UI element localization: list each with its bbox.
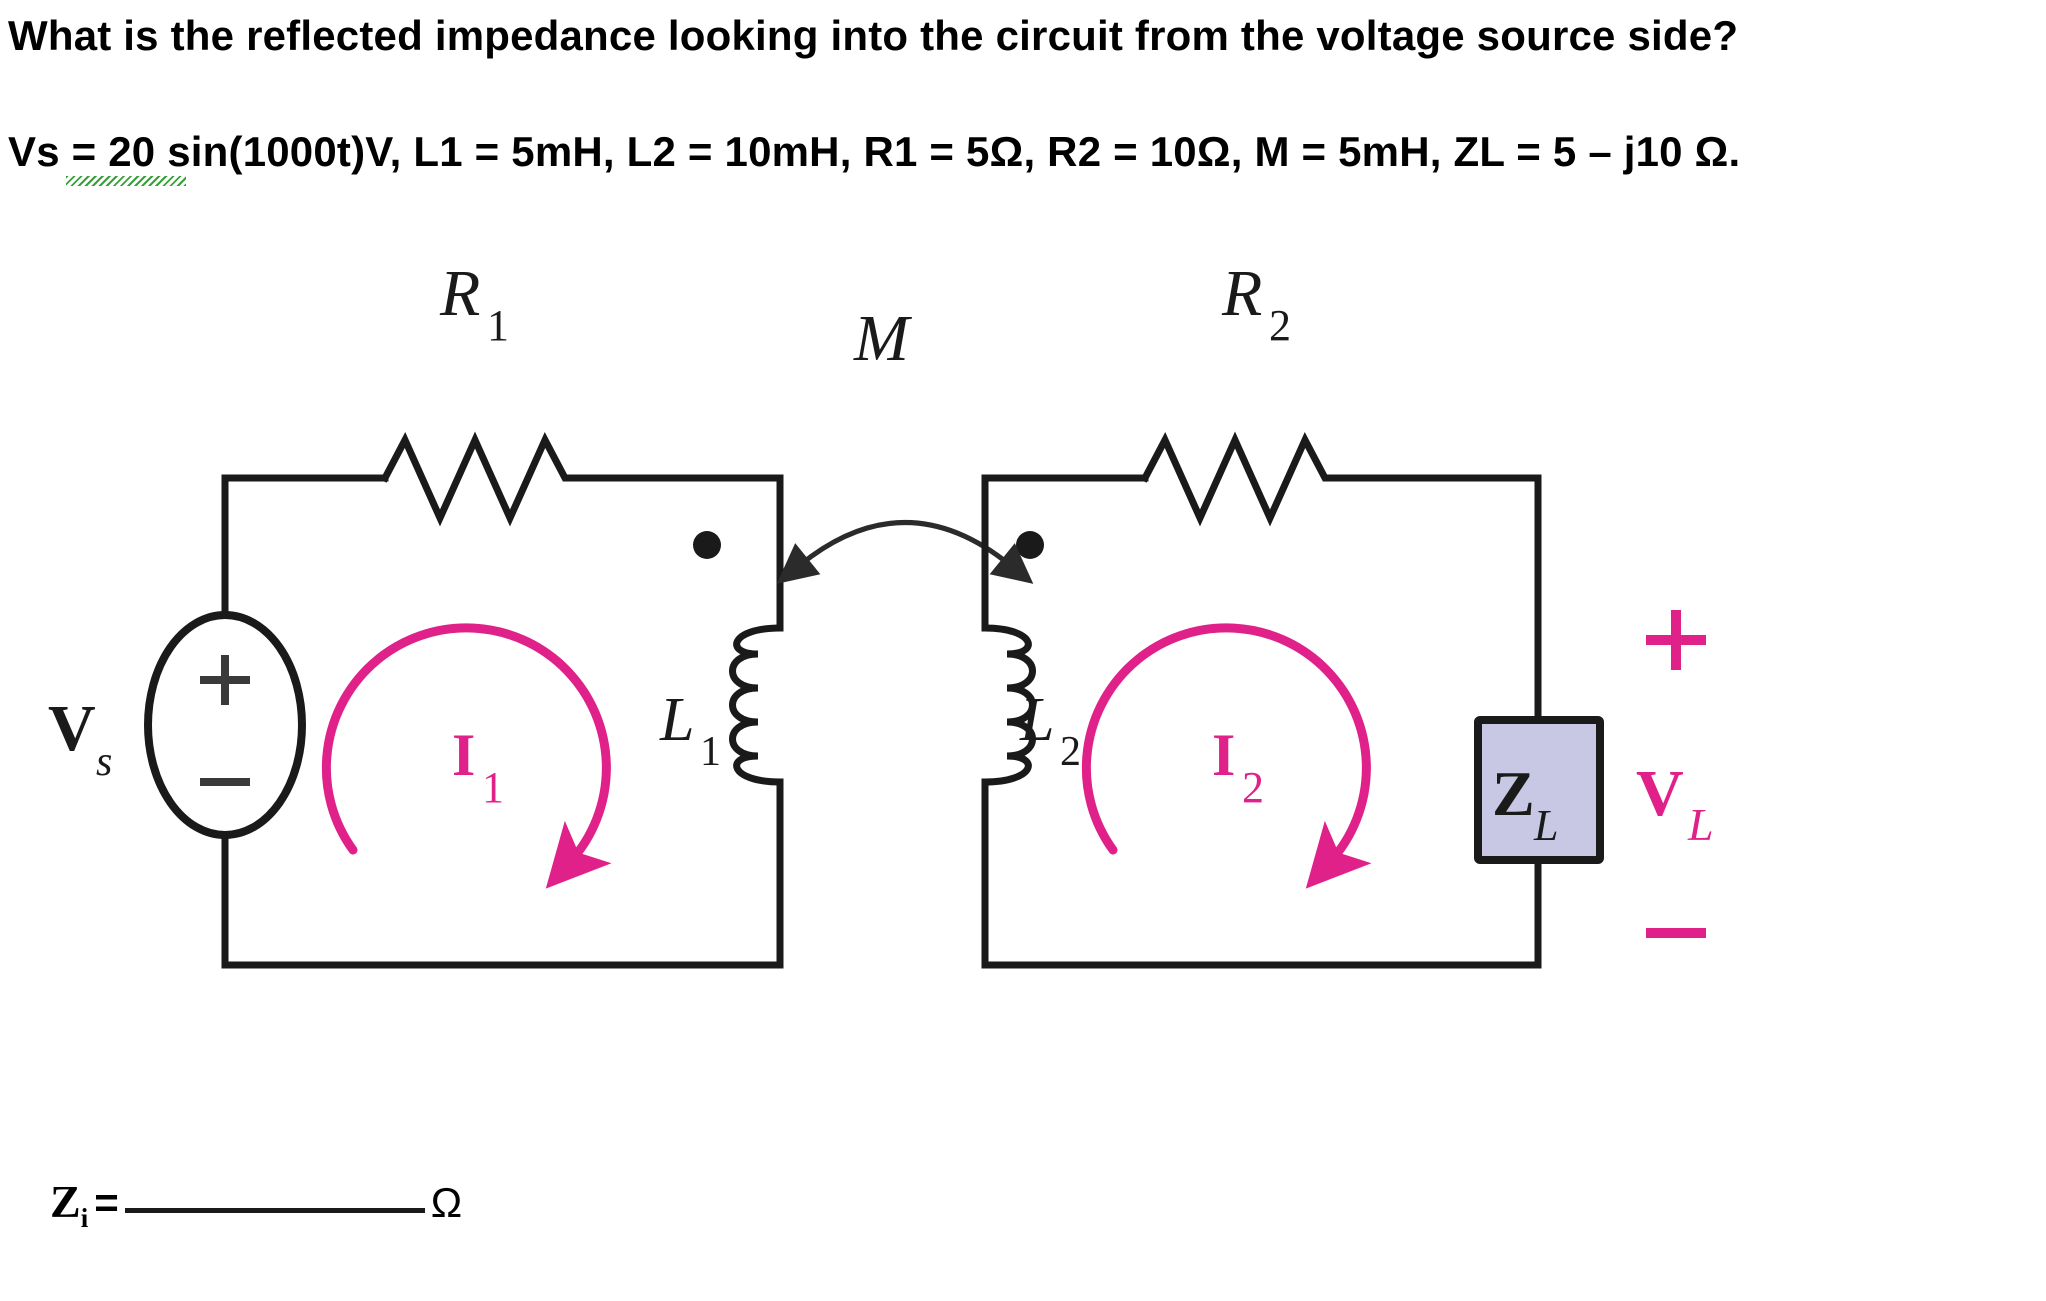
inductor-l1-symbol bbox=[729, 624, 784, 786]
answer-blank-field[interactable] bbox=[124, 1208, 425, 1213]
load-impedance-label-main: Z bbox=[1492, 758, 1535, 829]
resistor-r1-label-main: R bbox=[439, 257, 480, 330]
mesh-current-i1-label-sub: 1 bbox=[482, 763, 504, 812]
source-polarity bbox=[200, 655, 250, 786]
load-voltage-label-sub: L bbox=[1687, 799, 1714, 850]
resistor-r2-label: R 2 bbox=[1221, 257, 1291, 350]
answer-equals: = bbox=[94, 1179, 119, 1226]
mesh-current-i1-label: I 1 bbox=[452, 722, 504, 812]
mesh-current-i2-label: I 2 bbox=[1212, 722, 1264, 812]
circuit-svg: V s R 1 M R 2 L 1 L 2 bbox=[48, 257, 1714, 969]
voltage-source-symbol bbox=[144, 611, 306, 839]
inductor-l1-label: L 1 bbox=[659, 686, 721, 775]
mutual-inductance-label: M bbox=[853, 302, 913, 375]
answer-symbol: Zi bbox=[50, 1176, 89, 1234]
resistor-r2-label-main: R bbox=[1221, 257, 1262, 330]
mesh-current-i2-label-main: I bbox=[1212, 722, 1235, 788]
answer-unit: Ω bbox=[430, 1179, 463, 1226]
resistor-r2-symbol bbox=[1140, 431, 1376, 527]
source-label-sub: s bbox=[96, 739, 112, 785]
inductor-l1-label-sub: 1 bbox=[700, 729, 721, 775]
inductor-l2-symbol bbox=[981, 624, 1036, 786]
left-mesh-loop bbox=[144, 431, 784, 969]
load-voltage-label: V L bbox=[1636, 757, 1714, 850]
load-voltage-polarity bbox=[1646, 610, 1706, 938]
load-impedance-box bbox=[1474, 716, 1604, 864]
source-plus-icon bbox=[200, 655, 250, 705]
circuit-diagram: V s R 1 M R 2 L 1 L 2 bbox=[0, 230, 2046, 1030]
answer-line: Zi = Ω bbox=[50, 1175, 462, 1234]
resistor-r1-symbol bbox=[380, 431, 616, 527]
resistor-r2-label-sub: 2 bbox=[1269, 301, 1291, 350]
resistor-r1-label: R 1 bbox=[439, 257, 509, 350]
question-line-1: What is the reflected impedance looking … bbox=[8, 12, 1739, 59]
mutual-arc-icon bbox=[776, 520, 1034, 584]
question-line-2: Vs = 20 sin(1000t)V, L1 = 5mH, L2 = 10mH… bbox=[8, 128, 1741, 175]
mesh-current-i2-arrow bbox=[1081, 623, 1372, 889]
mesh-current-i2-label-sub: 2 bbox=[1242, 763, 1264, 812]
mesh-current-i1-arrow bbox=[321, 623, 612, 889]
source-label: V s bbox=[48, 692, 112, 785]
inductor-l1-label-main: L bbox=[659, 686, 694, 754]
resistor-r1-label-sub: 1 bbox=[487, 301, 509, 350]
dot-convention-l1-icon bbox=[693, 531, 721, 559]
inductor-l2-label: L 2 bbox=[1019, 686, 1081, 775]
load-impedance-label: Z L bbox=[1492, 758, 1558, 850]
vl-plus-icon bbox=[1646, 610, 1706, 670]
mesh-current-i1-label-main: I bbox=[452, 722, 475, 788]
spellcheck-squiggle-icon bbox=[66, 176, 186, 186]
load-voltage-label-main: V bbox=[1636, 757, 1684, 830]
load-impedance-label-sub: L bbox=[1533, 801, 1558, 850]
right-mesh-loop bbox=[981, 431, 1542, 969]
inductor-l2-label-main: L bbox=[1019, 686, 1054, 754]
source-label-main: V bbox=[48, 692, 96, 765]
mutual-coupling-arrow bbox=[776, 520, 1034, 584]
inductor-l2-label-sub: 2 bbox=[1060, 729, 1081, 775]
dot-convention-l2-icon bbox=[1016, 531, 1044, 559]
